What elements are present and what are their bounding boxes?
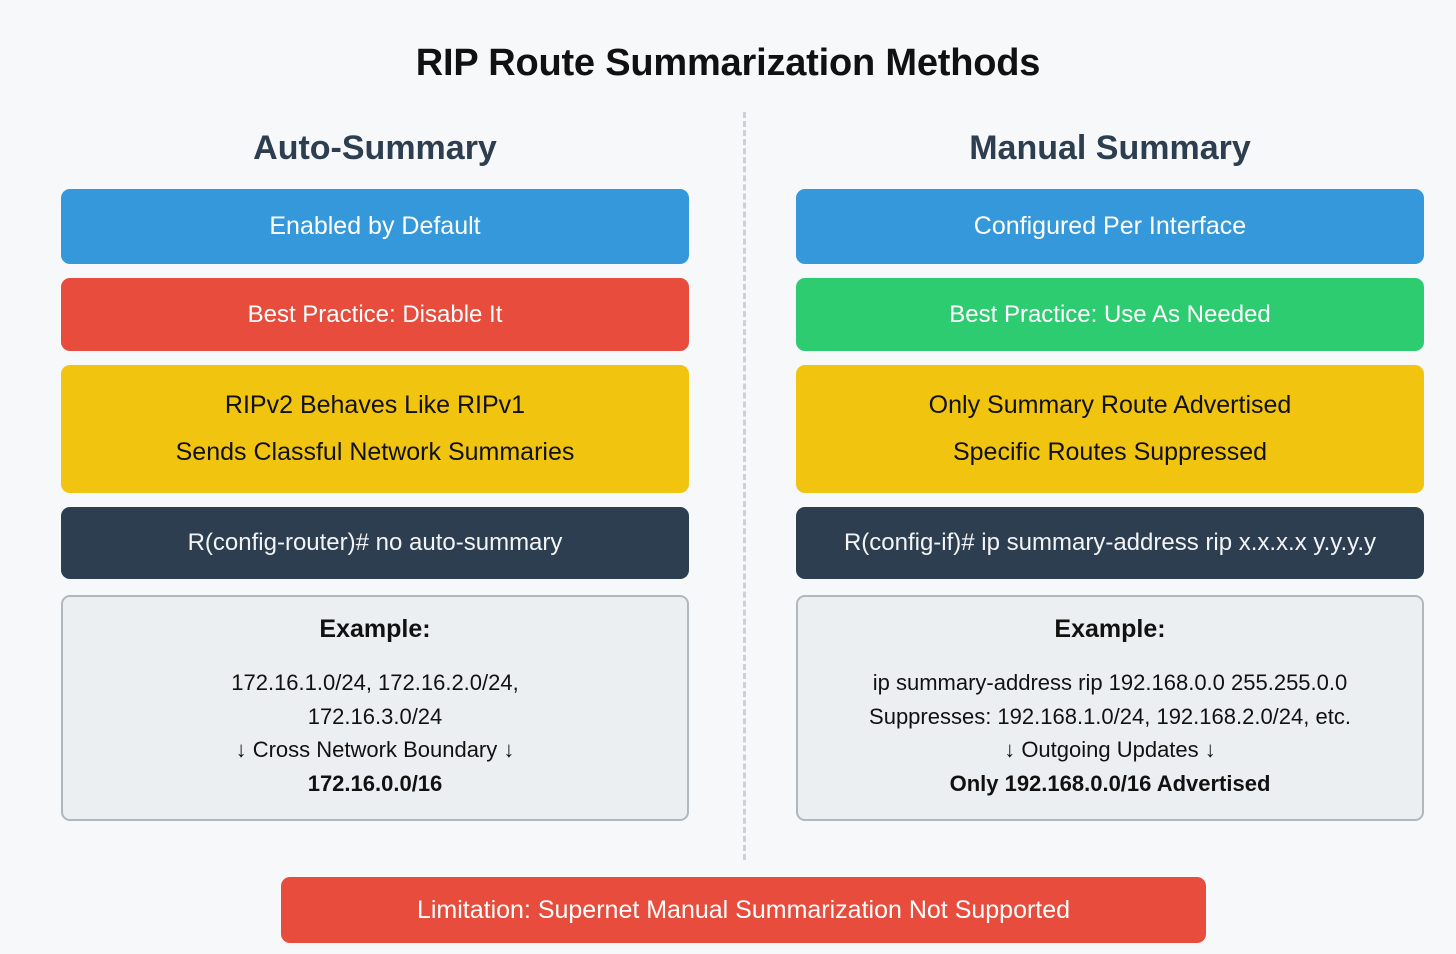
card-line: Best Practice: Disable It	[247, 300, 503, 328]
manual-summary-card-3: R(config-if)# ip summary-address rip x.x…	[796, 507, 1424, 580]
example-line: ip summary-address rip 192.168.0.0 255.2…	[872, 670, 1348, 696]
example-title: Example:	[319, 615, 431, 644]
page-title: RIP Route Summarization Methods	[415, 42, 1041, 84]
example-line: 172.16.1.0/24, 172.16.2.0/24,	[231, 670, 519, 696]
manual-summary-card-1: Best Practice: Use As Needed	[796, 278, 1424, 352]
card-line: Specific Routes Suppressed	[952, 438, 1268, 467]
manual-summary-example-box: Example: ip summary-address rip 192.168.…	[796, 595, 1424, 822]
auto-summary-card-3: R(config-router)# no auto-summary	[61, 507, 689, 580]
auto-summary-card-1: Best Practice: Disable It	[61, 278, 689, 352]
card-line: RIPv2 Behaves Like RIPv1	[224, 390, 526, 419]
auto-summary-heading: Auto-Summary	[253, 129, 497, 167]
auto-summary-card-0: Enabled by Default	[61, 189, 689, 265]
example-line: ↓ Outgoing Updates ↓	[1004, 737, 1216, 763]
limitation-banner-label: Limitation: Supernet Manual Summarizatio…	[416, 895, 1071, 924]
card-line: Sends Classful Network Summaries	[175, 438, 575, 467]
card-line: R(config-if)# ip summary-address rip x.x…	[843, 529, 1377, 557]
limitation-banner: Limitation: Supernet Manual Summarizatio…	[281, 877, 1206, 943]
example-line: 172.16.0.0/16	[307, 770, 443, 796]
column-divider	[743, 112, 746, 860]
auto-summary-example-lines: 172.16.1.0/24, 172.16.2.0/24, 172.16.3.0/…	[77, 666, 673, 800]
manual-summary-example-lines: ip summary-address rip 192.168.0.0 255.2…	[812, 666, 1408, 800]
manual-summary-heading: Manual Summary	[969, 129, 1251, 167]
card-line: Only Summary Route Advertised	[928, 390, 1292, 419]
example-line: Only 192.168.0.0/16 Advertised	[949, 770, 1271, 796]
card-line: Configured Per Interface	[973, 212, 1247, 241]
example-title: Example:	[1054, 615, 1166, 644]
example-line: ↓ Cross Network Boundary ↓	[235, 737, 515, 763]
card-line: R(config-router)# no auto-summary	[187, 529, 563, 557]
example-line: Suppresses: 192.168.1.0/24, 192.168.2.0/…	[869, 703, 1351, 729]
manual-summary-card-0: Configured Per Interface	[796, 189, 1424, 265]
example-line: 172.16.3.0/24	[307, 703, 443, 729]
auto-summary-example-box: Example: 172.16.1.0/24, 172.16.2.0/24,17…	[61, 595, 689, 822]
card-line: Enabled by Default	[269, 212, 481, 241]
card-line: Best Practice: Use As Needed	[949, 300, 1271, 328]
